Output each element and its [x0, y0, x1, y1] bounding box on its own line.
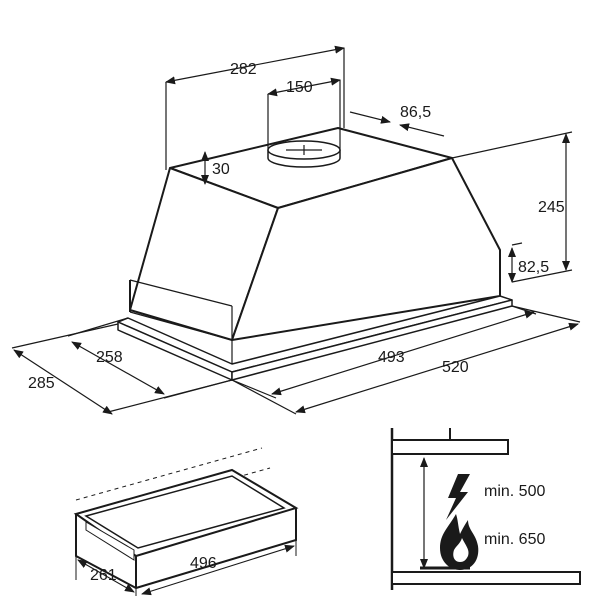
dim-cutout-depth: 261 — [90, 567, 117, 584]
duct-collar — [267, 140, 341, 168]
gas-clearance-label: min. 650 — [484, 531, 545, 548]
dim-duct-offset: 86,5 — [400, 104, 431, 121]
hood-dimension-lines — [11, 45, 581, 415]
dim-top-recess: 30 — [212, 161, 230, 178]
dim-front-height: 82,5 — [518, 259, 549, 276]
electric-clearance-label: min. 500 — [484, 483, 545, 500]
clearance-hood — [391, 439, 509, 455]
dim-height: 245 — [538, 199, 565, 216]
dim-depth-outer: 285 — [28, 375, 55, 392]
lightning-bolt-icon — [446, 474, 470, 520]
dim-duct-diameter: 150 — [286, 79, 313, 96]
clearance-cooktop — [391, 571, 581, 585]
flame-icon — [440, 514, 479, 570]
dim-width-inner: 493 — [378, 349, 405, 366]
dim-width-outer: 520 — [442, 359, 469, 376]
clearance-drawing — [390, 428, 581, 590]
dim-top-width: 282 — [230, 61, 257, 78]
dim-depth-inner: 258 — [96, 349, 123, 366]
cutout-drawing — [73, 447, 299, 596]
dim-cutout-width: 496 — [190, 555, 217, 572]
